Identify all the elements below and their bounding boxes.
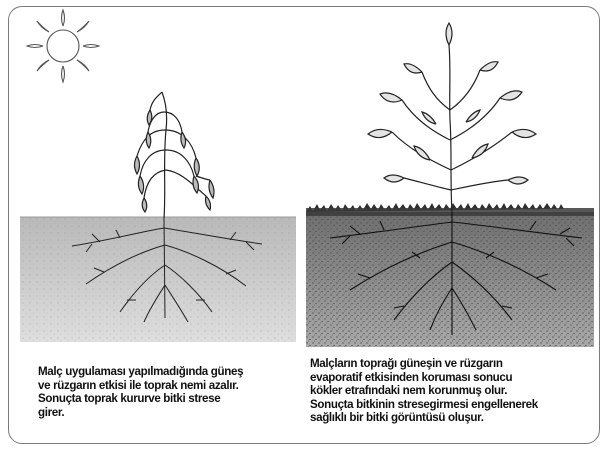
mulched-soil xyxy=(306,203,594,347)
healthy-plant-icon xyxy=(368,23,536,212)
wilted-plant-icon xyxy=(135,92,215,218)
dry-soil xyxy=(20,217,296,342)
caption-no-mulch: Malç uygulaması yapılmadığında güneş ve … xyxy=(38,365,300,419)
caption-with-mulch: Malçların toprağı güneşin ve rüzgarın ev… xyxy=(310,357,600,425)
sun-icon xyxy=(27,10,99,82)
